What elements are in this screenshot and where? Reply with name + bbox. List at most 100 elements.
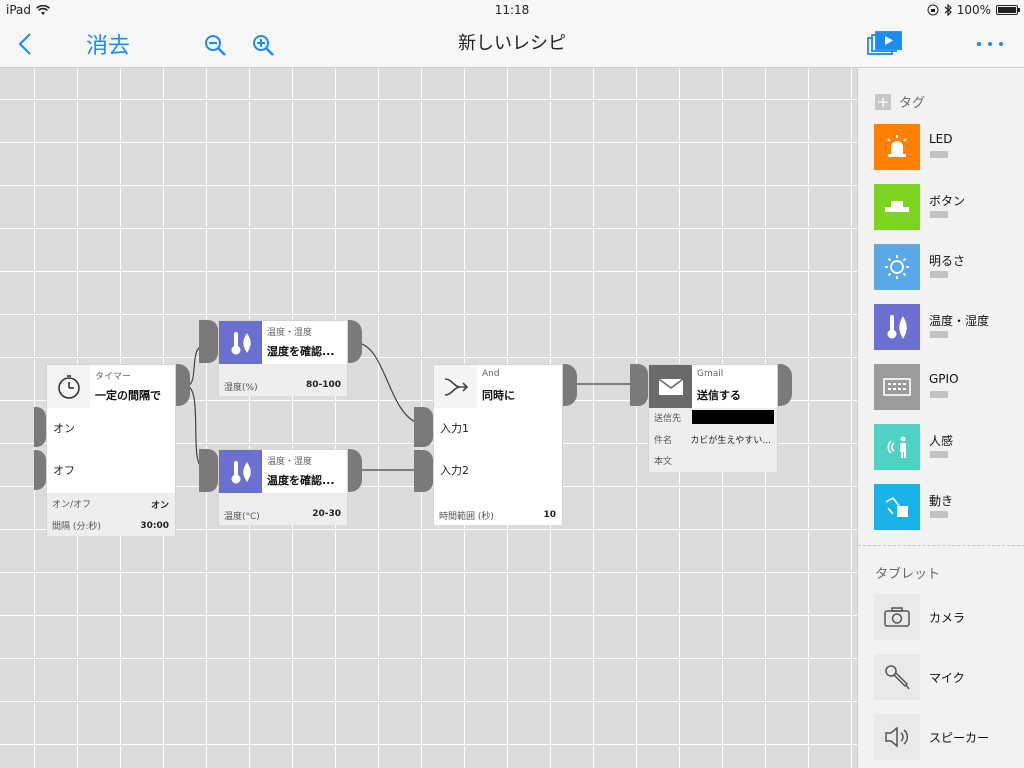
gmail-name: 送信する — [697, 389, 741, 402]
and-output-tab[interactable] — [563, 364, 577, 406]
timer-input-tab-on[interactable] — [34, 407, 46, 447]
mail-icon — [649, 365, 692, 408]
palette-item-temperature-humidity[interactable]: 温度・湿度 — [874, 304, 1024, 352]
block-palette: + タグ LED ボタン — [857, 68, 1024, 768]
play-recipe-button[interactable] — [864, 28, 906, 60]
palette-item-speaker[interactable]: スピーカー — [874, 714, 1024, 762]
and-time-range-label: 時間範囲 (秒) — [439, 512, 494, 522]
battery-percent: 100% — [956, 3, 991, 17]
humidity-name: 湿度を確認... — [267, 345, 335, 358]
status-bar: iPad 11:18 100% — [0, 0, 1024, 20]
gmail-settings[interactable]: 送信先 件名 カビが生えやすい... 本文 — [649, 408, 777, 472]
temperature-output-tab[interactable] — [348, 449, 362, 492]
humidity-range-label: 湿度(%) — [224, 383, 258, 393]
more-button[interactable] — [972, 28, 1008, 60]
section-divider — [858, 545, 1024, 546]
and-time-range-value: 10 — [543, 510, 556, 520]
palette-item-label: マイク — [929, 671, 965, 685]
palette-item-indicator — [930, 331, 948, 338]
palette-item-indicator — [930, 211, 948, 218]
nav-bar: 消去 新しいレシピ — [0, 20, 1024, 68]
humidity-block[interactable]: 温度・湿度 湿度を確認... 湿度(%) 80-100 — [218, 320, 348, 396]
bluetooth-icon — [944, 4, 952, 16]
palette-item-indicator — [930, 451, 948, 458]
add-tag-button[interactable]: + — [875, 92, 891, 111]
battery-icon — [996, 5, 1020, 15]
and-port-2: 入力2 — [440, 464, 469, 477]
temperature-settings[interactable]: 温度(°C) 20-30 — [219, 493, 347, 525]
gmail-output-tab[interactable] — [778, 364, 792, 406]
palette-item-label: 温度・湿度 — [929, 314, 990, 328]
palette-item-camera[interactable]: カメラ — [874, 594, 1024, 642]
gmail-body-label: 本文 — [654, 457, 673, 467]
gmail-to-label: 送信先 — [654, 414, 682, 424]
and-settings[interactable]: 時間範囲 (秒) 10 — [434, 493, 562, 525]
palette-item-label: スピーカー — [929, 731, 990, 745]
palette-item-brightness[interactable]: 明るさ — [874, 244, 1024, 292]
gmail-to-value-redacted — [692, 410, 774, 424]
tags-section-title: + タグ — [875, 92, 925, 111]
timer-port-off: オフ — [53, 464, 75, 477]
palette-item-indicator — [930, 151, 948, 158]
humidity-category: 温度・湿度 — [267, 328, 313, 338]
gmail-input-tab[interactable] — [630, 364, 648, 406]
humidity-output-tab[interactable] — [348, 320, 362, 363]
humidity-range-value: 80-100 — [305, 380, 341, 390]
temperature-name: 温度を確認... — [267, 474, 335, 487]
temperature-range-label: 温度(°C) — [224, 512, 260, 522]
and-name: 同時に — [482, 389, 515, 402]
gmail-subject-value: カビが生えやすい... — [690, 436, 771, 446]
zoom-out-button[interactable] — [200, 30, 230, 60]
timer-output-tab[interactable] — [176, 364, 190, 406]
clear-button[interactable]: 消去 — [85, 34, 130, 59]
led-icon — [874, 124, 920, 170]
humidity-input-tab[interactable] — [199, 320, 218, 363]
microphone-icon — [874, 654, 920, 700]
palette-item-label: 動き — [929, 494, 954, 508]
palette-item-led[interactable]: LED — [874, 124, 1024, 172]
zoom-in-button[interactable] — [248, 30, 278, 60]
temperature-input-tab[interactable] — [199, 449, 218, 492]
timer-port-on: オン — [53, 422, 75, 435]
person-waves-icon — [874, 424, 920, 470]
timer-settings[interactable]: オン/オフ オン 間隔 (分:秒) 30:00 — [47, 493, 175, 536]
palette-item-motion[interactable]: 動き — [874, 484, 1024, 532]
and-port-1: 入力1 — [440, 422, 469, 435]
and-input-tab-1[interactable] — [414, 407, 433, 447]
and-input-tab-2[interactable] — [414, 450, 433, 492]
wifi-icon — [36, 4, 50, 15]
temperature-block[interactable]: 温度・湿度 温度を確認... 温度(°C) 20-30 — [218, 449, 348, 525]
temperature-category: 温度・湿度 — [267, 457, 313, 467]
palette-item-motion-sensor[interactable]: 人感 — [874, 424, 1024, 472]
timer-input-tab-off[interactable] — [34, 450, 46, 490]
palette-item-indicator — [930, 391, 948, 398]
device-name: iPad — [6, 3, 32, 17]
shake-icon — [874, 484, 920, 530]
zoom-in-icon — [253, 35, 274, 56]
gmail-category: Gmail — [697, 369, 724, 379]
thermometer-drop-icon — [874, 304, 920, 350]
timer-interval-value: 30:00 — [140, 521, 169, 531]
humidity-settings[interactable]: 湿度(%) 80-100 — [219, 364, 347, 396]
palette-item-label: 人感 — [929, 434, 954, 448]
keyboard-icon — [874, 364, 920, 410]
palette-item-button[interactable]: ボタン — [874, 184, 1024, 232]
zoom-out-icon — [205, 35, 226, 56]
palette-item-microphone[interactable]: マイク — [874, 654, 1024, 702]
palette-item-gpio[interactable]: GPIO — [874, 364, 1024, 412]
timer-block[interactable]: タイマー 一定の間隔で オン オフ オン/オフ オン 間隔 (分:秒) 30:0… — [46, 364, 176, 536]
temperature-range-value: 20-30 — [312, 509, 341, 519]
status-time: 11:18 — [494, 3, 530, 17]
timer-onoff-value: オン — [150, 501, 169, 511]
timer-interval-label: 間隔 (分:秒) — [52, 522, 101, 532]
palette-item-label: LED — [929, 132, 953, 146]
back-button[interactable] — [10, 28, 40, 60]
more-icon — [977, 42, 1003, 46]
speaker-icon — [874, 714, 920, 760]
timer-onoff-label: オン/オフ — [52, 500, 92, 510]
and-block[interactable]: And 同時に 入力1 入力2 時間範囲 (秒) 10 — [433, 364, 563, 525]
gmail-subject-label: 件名 — [654, 436, 673, 446]
palette-item-label: ボタン — [929, 194, 966, 208]
gmail-block[interactable]: Gmail 送信する 送信先 件名 カビが生えやすい... 本文 — [648, 364, 778, 472]
timer-icon — [47, 365, 90, 408]
